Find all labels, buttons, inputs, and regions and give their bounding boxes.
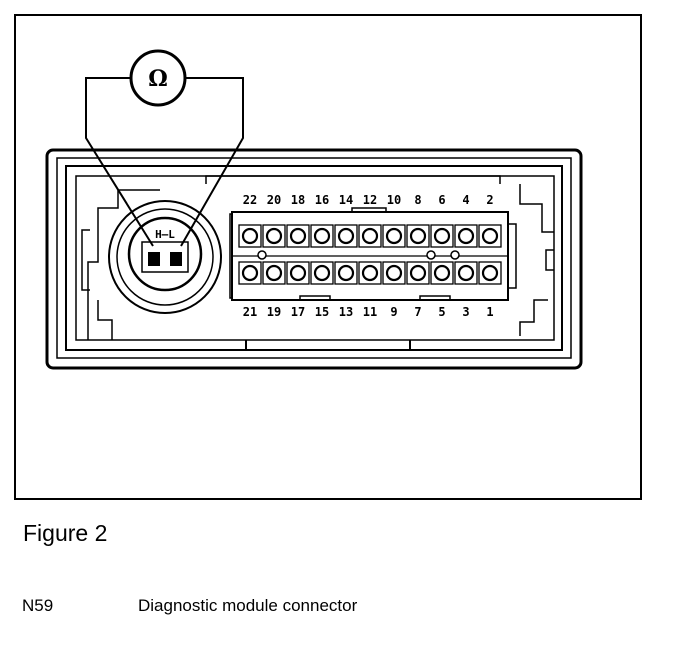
legend-code: N59 (22, 596, 54, 615)
housing-outer (45, 148, 583, 370)
pin-11 (361, 264, 379, 282)
pin-9 (385, 264, 403, 282)
key-dot (257, 250, 267, 260)
pin-number-18: 18 (291, 193, 305, 207)
pin-3 (457, 264, 475, 282)
pin-18 (289, 227, 307, 245)
pin-number-13: 13 (339, 305, 353, 319)
pin-12 (361, 227, 379, 245)
figure-caption: Figure 2 (23, 520, 108, 546)
ohm-symbol-text: Ω (148, 66, 168, 92)
pin-2 (481, 227, 499, 245)
pin-cell-18 (286, 224, 310, 248)
pins-top-row: 22 20 18 16 14 12 10 8 6 4 2 (238, 193, 502, 248)
pin-1 (481, 264, 499, 282)
pin-cell-10 (382, 224, 406, 248)
pin-cell-19 (262, 261, 286, 285)
pin-14 (337, 227, 355, 245)
pin-cell-7 (406, 261, 430, 285)
pin-number-2: 2 (486, 193, 493, 207)
pin-number-4: 4 (462, 193, 469, 207)
pin-cell-15 (310, 261, 334, 285)
pin-6 (433, 227, 451, 245)
pin-number-9: 9 (390, 305, 397, 319)
pin-number-16: 16 (315, 193, 329, 207)
pin-cell-11 (358, 261, 382, 285)
pin-number-21: 21 (243, 305, 257, 319)
socket-hl-label: H–L (155, 228, 175, 241)
pin-cell-21 (238, 261, 262, 285)
pin-cell-16 (310, 224, 334, 248)
pin-cell-8 (406, 224, 430, 248)
pin-number-20: 20 (267, 193, 281, 207)
pin-cell-3 (454, 261, 478, 285)
pin-number-15: 15 (315, 305, 329, 319)
pin-number-5: 5 (438, 305, 445, 319)
bottom-ledge (245, 340, 411, 351)
ohmmeter-symbol (129, 49, 187, 107)
pin-cell-13 (334, 261, 358, 285)
pin-5 (433, 264, 451, 282)
ohmmeter-lead-left (85, 77, 154, 247)
pin-cell-22 (238, 224, 262, 248)
pin-cell-9 (382, 261, 406, 285)
pin-cell-14 (334, 224, 358, 248)
figure-frame (14, 14, 642, 500)
pin-8 (409, 227, 427, 245)
pin-cell-17 (286, 261, 310, 285)
pin-4 (457, 227, 475, 245)
pin-cell-2 (478, 224, 502, 248)
pin-cell-5 (430, 261, 454, 285)
pin-cell-4 (454, 224, 478, 248)
pin-key-dots (257, 250, 460, 260)
pin-cell-20 (262, 224, 286, 248)
pin-cell-1 (478, 261, 502, 285)
pin-7 (409, 264, 427, 282)
pin-number-11: 11 (363, 305, 377, 319)
pin-number-1: 1 (486, 305, 493, 319)
legend-description: Diagnostic module connector (138, 596, 358, 615)
pin-number-10: 10 (387, 193, 401, 207)
pin-number-6: 6 (438, 193, 445, 207)
pin-17 (289, 264, 307, 282)
pin-13 (337, 264, 355, 282)
round-socket-outer (108, 200, 222, 314)
ohmmeter-lead-right (180, 77, 244, 247)
round-socket-inner (127, 216, 203, 292)
pin-15 (313, 264, 331, 282)
pin-number-8: 8 (414, 193, 421, 207)
key-dot (426, 250, 436, 260)
pins-bottom-row: 21 19 17 15 13 11 9 7 5 3 1 (238, 261, 502, 319)
pin-cell-12 (358, 224, 382, 248)
pin-21 (241, 264, 259, 282)
pin-16 (313, 227, 331, 245)
pin-number-19: 19 (267, 305, 281, 319)
pin-number-17: 17 (291, 305, 305, 319)
pin-number-3: 3 (462, 305, 469, 319)
pin-20 (265, 227, 283, 245)
pin-number-22: 22 (243, 193, 257, 207)
key-dot (450, 250, 460, 260)
pin-19 (265, 264, 283, 282)
housing-inner (56, 157, 572, 359)
pin-number-7: 7 (414, 305, 421, 319)
pin-number-14: 14 (339, 193, 353, 207)
pin-cell-6 (430, 224, 454, 248)
pin-22 (241, 227, 259, 245)
pin-number-12: 12 (363, 193, 377, 207)
pin-10 (385, 227, 403, 245)
